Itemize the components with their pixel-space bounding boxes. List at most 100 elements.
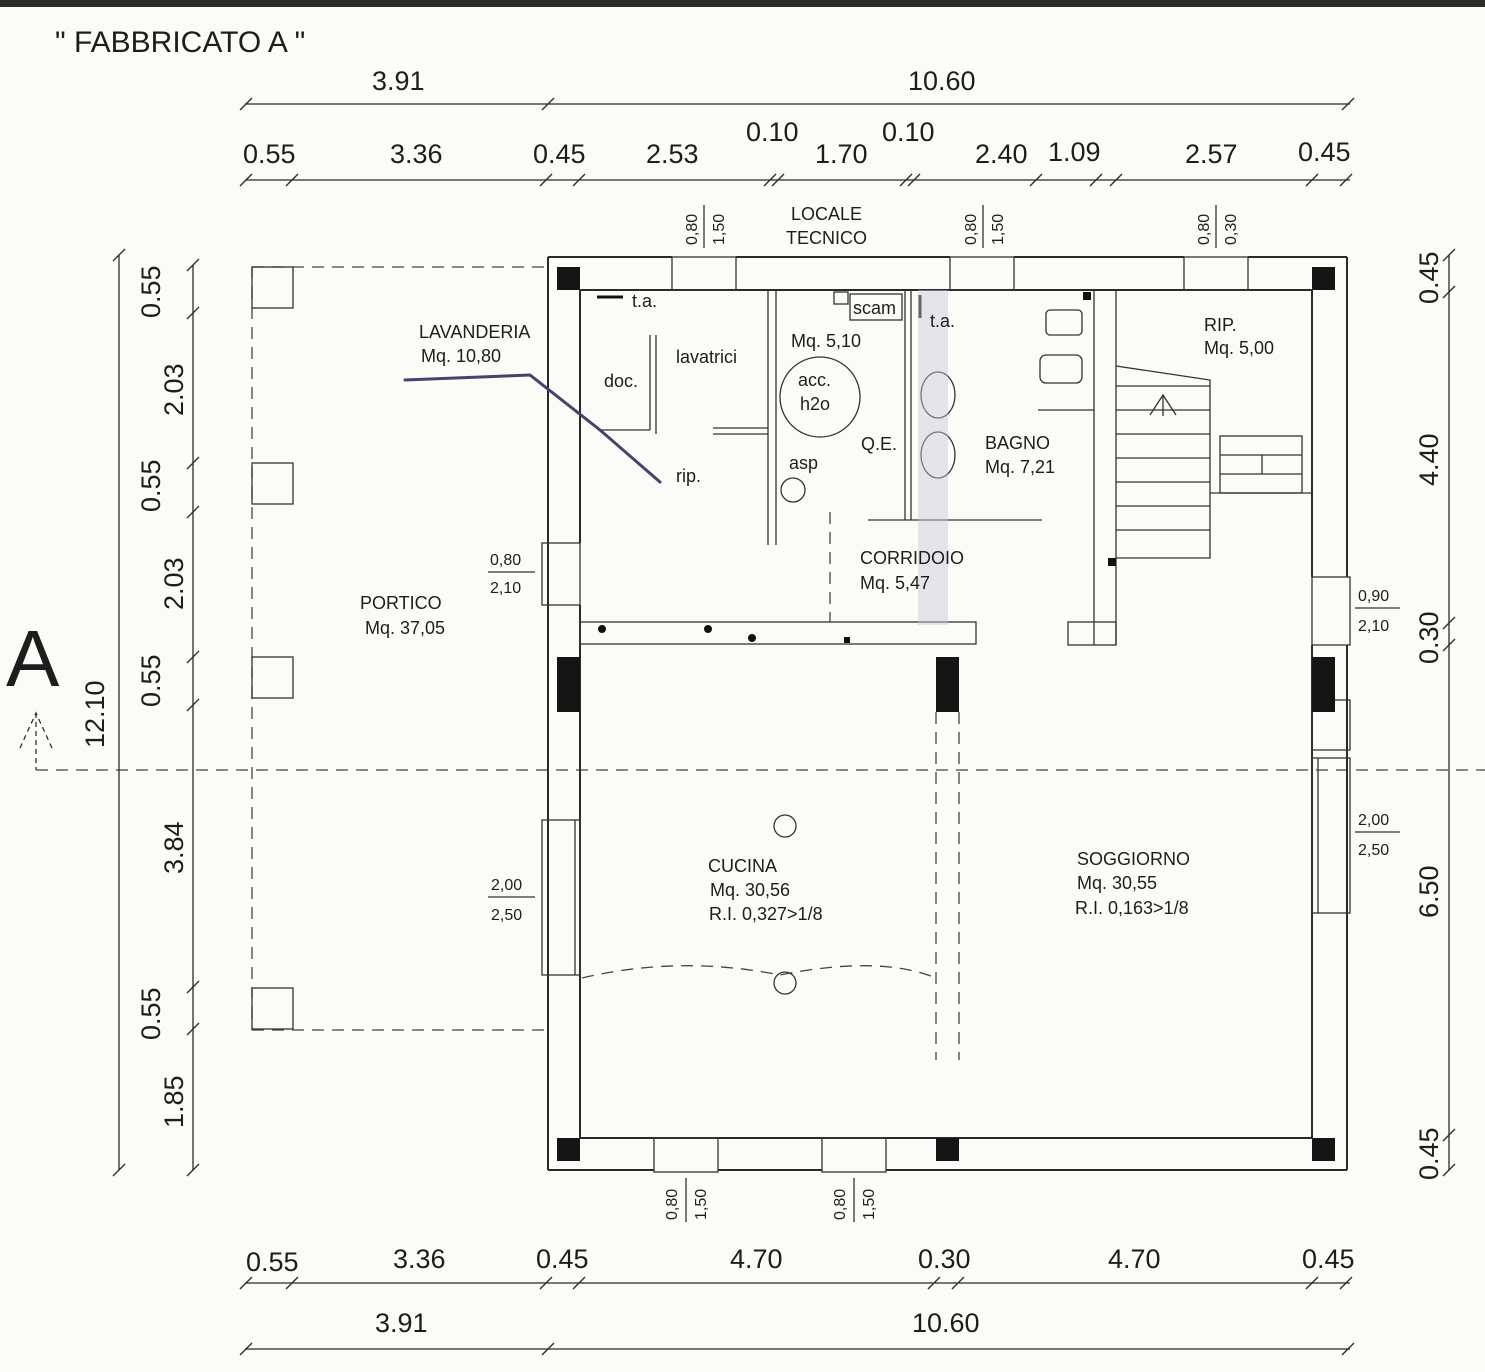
stairs	[1115, 365, 1312, 559]
light-point-icon	[773, 814, 797, 838]
corridoio-name: CORRIDOIO	[860, 548, 964, 568]
soggiorno-name: SOGGIORNO	[1077, 849, 1190, 869]
toilet-icon	[1045, 309, 1083, 336]
section-mark: A	[6, 614, 60, 703]
lavanderia-name: LAVANDERIA	[419, 322, 530, 342]
svg-text:1,50: 1,50	[693, 1189, 710, 1220]
svg-text:0,30: 0,30	[1223, 214, 1240, 245]
left-dim-5: 0.55	[136, 654, 166, 707]
top-dim-1: 0.55	[243, 139, 296, 169]
svg-text:1,50: 1,50	[990, 214, 1007, 245]
left-dim-1: 0.55	[136, 265, 166, 318]
left-partial-dims: 0.55 2.03 0.55 2.03 0.55 3.84 0.55 1.85	[136, 258, 200, 1177]
svg-text:2,00: 2,00	[491, 877, 522, 894]
top-total-dim-2: 10.60	[908, 66, 976, 96]
lavanderia-area: Mq. 10,80	[421, 346, 501, 366]
bottom-dim-6: 4.70	[1108, 1244, 1161, 1274]
soggiorno-ri: R.I. 0,163>1/8	[1075, 898, 1189, 918]
interior-walls	[579, 290, 1312, 1060]
acc-line1: acc.	[798, 370, 831, 390]
qe-label: Q.E.	[861, 434, 897, 454]
bagno-area: Mq. 7,21	[985, 457, 1055, 477]
svg-text:2,00: 2,00	[1358, 812, 1389, 829]
water-tank-icon	[779, 356, 861, 438]
svg-text:0,80: 0,80	[664, 1189, 681, 1220]
svg-text:0,90: 0,90	[1358, 588, 1389, 605]
svg-text:0,80: 0,80	[963, 214, 980, 245]
right-dim-3: 0.30	[1414, 611, 1444, 664]
cucina-ri: R.I. 0,327>1/8	[709, 904, 823, 924]
right-dim-4: 6.50	[1414, 865, 1444, 918]
lavatrici-label: lavatrici	[676, 347, 737, 367]
bottom-dim-4: 4.70	[730, 1244, 783, 1274]
soggiorno-area: Mq. 30,55	[1077, 873, 1157, 893]
right-dim-1: 0.45	[1414, 251, 1444, 304]
svg-text:1,50: 1,50	[861, 1189, 878, 1220]
svg-text:0,80: 0,80	[1196, 214, 1213, 245]
right-dim-2: 4.40	[1414, 433, 1444, 486]
top-partial-dims: 0.55 3.36 0.45 2.53 0.10 1.70 0.10 2.40 …	[239, 117, 1353, 187]
doc-label: doc.	[604, 371, 638, 391]
bath-hatch	[918, 290, 948, 625]
svg-text:2,50: 2,50	[491, 907, 522, 924]
bottom-total-dim-1: 3.91	[375, 1308, 428, 1338]
portico-name: PORTICO	[360, 593, 442, 613]
right-dims: 0.45 4.40 0.30 6.50 0.45	[1414, 248, 1456, 1180]
left-dim-6: 3.84	[159, 821, 189, 874]
light-point-icon-2	[773, 971, 797, 995]
top-dim-10: 2.57	[1185, 139, 1238, 169]
scam-box	[849, 293, 903, 321]
left-dim-7: 0.55	[136, 987, 166, 1040]
top-dim-9: 1.09	[1048, 137, 1101, 167]
svg-text:0,80: 0,80	[490, 552, 521, 569]
bottom-dim-2: 3.36	[393, 1244, 446, 1274]
left-dim-2: 2.03	[159, 363, 189, 416]
bidet-icon	[1039, 354, 1083, 384]
top-dim-5: 0.10	[746, 117, 799, 147]
pen-annotation	[403, 373, 662, 484]
bottom-dim-1: 0.55	[246, 1247, 299, 1277]
section-arrow-icon	[19, 711, 53, 770]
drawing-title: " FABBRICATO A "	[55, 26, 305, 59]
bottom-dim-5: 0.30	[918, 1244, 971, 1274]
top-dim-7: 0.10	[882, 117, 935, 147]
tecnico-area: Mq. 5,10	[791, 331, 861, 351]
left-total-dim: 12.10	[80, 248, 126, 1177]
svg-text:0,80: 0,80	[684, 214, 701, 245]
top-total-dim-1: 3.91	[372, 66, 425, 96]
bottom-total-dim-2: 10.60	[912, 1308, 980, 1338]
left-dim-3: 0.55	[136, 459, 166, 512]
top-dim-4: 2.53	[646, 139, 699, 169]
pillars	[557, 267, 1335, 1161]
opening-labels: 0,80 1,50 0,80 1,50 0,80 0,30 0,80 2,10 …	[488, 205, 1400, 1222]
top-dim-2: 3.36	[390, 139, 443, 169]
ta-label-bath: t.a.	[930, 311, 955, 331]
portico-outline	[251, 266, 548, 1031]
svg-text:1,50: 1,50	[711, 214, 728, 245]
bagno-name: BAGNO	[985, 433, 1050, 453]
cucina-name: CUCINA	[708, 856, 777, 876]
top-dim-8: 2.40	[975, 139, 1028, 169]
svg-text:2,10: 2,10	[490, 580, 521, 597]
bottom-partial-dims: 0.55 3.36 0.45 4.70 0.30 4.70 0.45	[239, 1244, 1355, 1290]
top-dim-3: 0.45	[533, 139, 586, 169]
svg-text:0,80: 0,80	[832, 1189, 849, 1220]
left-dim-4: 2.03	[159, 557, 189, 610]
acc-line2: h2o	[800, 394, 830, 414]
top-total-dims: 3.91 10.60	[239, 66, 1355, 111]
top-border	[0, 0, 1485, 7]
bottom-total-dims: 3.91 10.60	[239, 1308, 1355, 1356]
top-dim-11: 0.45	[1298, 137, 1351, 167]
scam-label: scam	[853, 298, 896, 318]
right-dim-5: 0.45	[1414, 1127, 1444, 1180]
top-dim-6: 1.70	[815, 139, 868, 169]
rip-name: RIP.	[1204, 315, 1237, 335]
bottom-dim-7: 0.45	[1302, 1244, 1355, 1274]
corridoio-area: Mq. 5,47	[860, 573, 930, 593]
cucina-area: Mq. 30,56	[710, 880, 790, 900]
asp-label: asp	[789, 453, 818, 473]
svg-text:2,50: 2,50	[1358, 842, 1389, 859]
ta-label-left: t.a.	[632, 291, 657, 311]
